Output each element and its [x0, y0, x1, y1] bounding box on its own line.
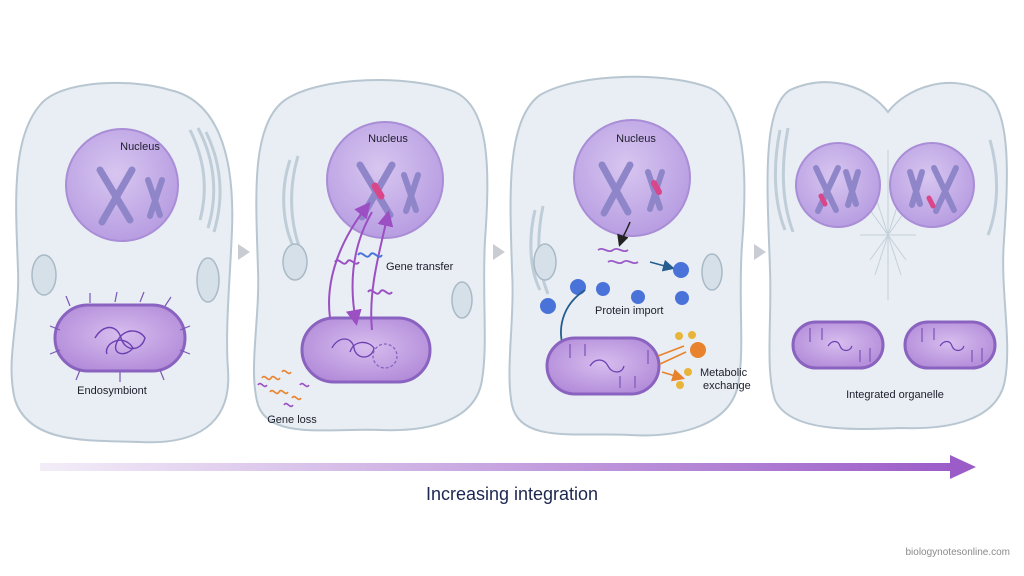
- er-membranes-4: [773, 127, 998, 236]
- nucleus-label-3: Nucleus: [616, 133, 656, 145]
- panel-3-protein-import: Nucleus Protein import Metabolic exchang…: [508, 75, 751, 437]
- chromosome-2b: [401, 172, 421, 214]
- step-arrow-3: [754, 244, 766, 260]
- nucleus-4a: [795, 142, 881, 228]
- mrna-strands: [597, 247, 639, 265]
- metabolic-exchange-label-line1: Metabolic: [700, 367, 748, 379]
- protein-5: [631, 290, 645, 304]
- lost-dna-fragments: [261, 369, 302, 401]
- vesicle-6: [701, 253, 723, 291]
- progression-arrow-shaft: [40, 463, 955, 471]
- chromosome-4b: [907, 165, 959, 214]
- metabolic-exchange-label-line2: exchange: [703, 380, 751, 392]
- endosymbiont-2: [300, 316, 432, 384]
- protein-6: [675, 291, 689, 305]
- spindle-fibers: [860, 150, 916, 300]
- lost-gene-gap: [372, 343, 398, 369]
- panel-1-endosymbiont: Nucleus Endosymbiont: [10, 81, 234, 444]
- nucleus-label-2: Nucleus: [368, 133, 408, 145]
- protein-4: [596, 282, 610, 296]
- source-credit: biologynotesonline.com: [905, 547, 1010, 558]
- lost-dna-fragments-2: [257, 382, 310, 408]
- er-membranes-1: [188, 127, 222, 233]
- gene-transfer-arrow-down: [345, 211, 373, 326]
- mito-dna-4: [827, 340, 965, 352]
- gene-loss-label: Gene loss: [267, 414, 317, 426]
- metabolite-2: [688, 331, 696, 339]
- cristae-4: [809, 328, 983, 362]
- protein-import-label: Protein import: [595, 305, 663, 317]
- metabolite-hub: [690, 342, 706, 358]
- protein-2: [570, 279, 586, 295]
- progression-caption: Increasing integration: [426, 484, 598, 504]
- dna-fragment-3: [367, 289, 393, 295]
- step-arrow-1: [238, 244, 250, 260]
- nucleus-4b: [889, 142, 975, 228]
- vesicle-5: [533, 243, 557, 281]
- bacterial-dna: [94, 326, 146, 355]
- dna-fragment-1: [334, 259, 360, 265]
- vesicle-2: [196, 257, 220, 303]
- transferred-gene-marker-1: [371, 182, 385, 200]
- gene-transfer-label: Gene transfer: [386, 261, 454, 273]
- endosymbiont-label: Endosymbiont: [77, 385, 147, 397]
- protein-3: [540, 298, 556, 314]
- mito-dna-3: [589, 359, 625, 373]
- metabolic-exchange-arrows: [657, 345, 686, 378]
- bacterial-flagella: [49, 291, 191, 382]
- transferred-gene-marker-3: [818, 193, 936, 209]
- chromosome-1b: [145, 177, 165, 219]
- progression-arrow-head: [950, 455, 976, 479]
- vesicle-3: [282, 243, 308, 281]
- chromosome-4a: [813, 165, 861, 214]
- protein-1: [673, 262, 689, 278]
- integrated-organelle-label: Integrated organelle: [846, 389, 944, 401]
- dna-fragment-2: [357, 252, 383, 258]
- gene-transfer-arrow-up-2: [370, 210, 394, 331]
- nuclear-export-arrow: [617, 221, 631, 247]
- transferred-gene-marker-2: [651, 180, 662, 195]
- step-arrow-2: [493, 244, 505, 260]
- metabolite-3: [684, 368, 692, 376]
- nucleus-label-1: Nucleus: [120, 141, 160, 153]
- vesicle-1: [31, 254, 57, 296]
- dividing-cell: [766, 81, 1009, 430]
- bacterial-dna-2: [331, 338, 375, 358]
- cristae-3: [569, 344, 649, 388]
- mitochondrion-3: [545, 336, 661, 396]
- panel-2-gene-transfer: Nucleus Gene transfer Gene loss: [253, 79, 489, 432]
- panel-4-integrated-organelle: Integrated organelle: [766, 81, 1009, 430]
- metabolite-1: [675, 332, 683, 340]
- chromosome-1a: [96, 166, 136, 226]
- translation-arrow: [649, 259, 675, 272]
- chromosome-3a: [598, 161, 634, 217]
- metabolite-4: [676, 381, 684, 389]
- vesicle-4: [451, 281, 473, 319]
